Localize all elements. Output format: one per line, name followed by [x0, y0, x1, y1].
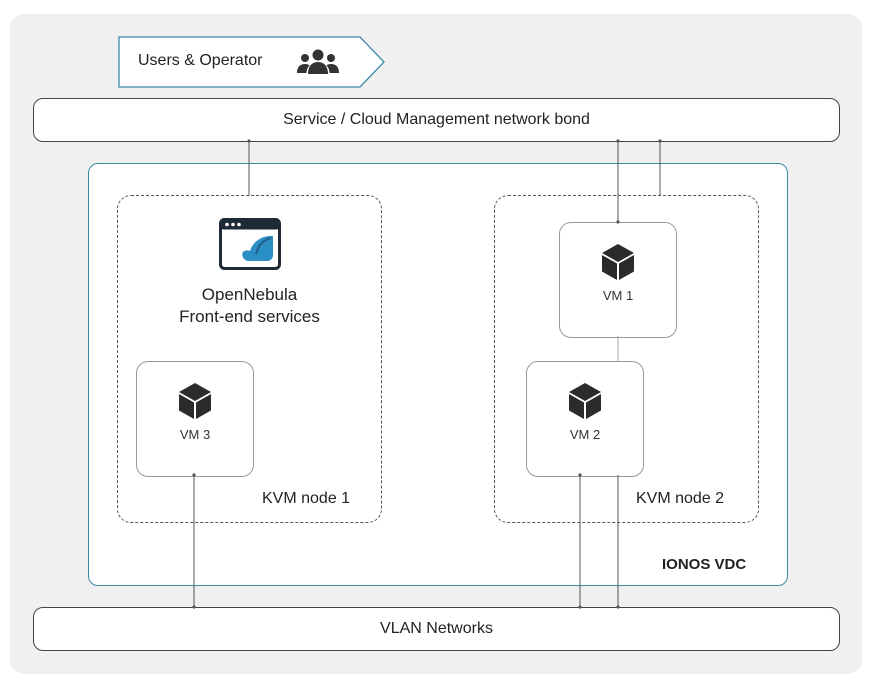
vm-2-box: VM 2 — [526, 361, 644, 477]
vm-3-label: VM 3 — [179, 427, 211, 442]
opennebula-frontend-line2: Front-end services — [179, 307, 320, 326]
cube-icon — [179, 383, 211, 419]
cube-icon — [569, 383, 601, 419]
vlan-networks-label: VLAN Networks — [380, 620, 493, 637]
vlan-networks-bar: VLAN Networks — [33, 607, 840, 651]
vm-1-label: VM 1 — [602, 288, 634, 303]
kvm-node-2 — [494, 195, 759, 523]
vm-3-box: VM 3 — [136, 361, 254, 477]
kvm-node-1-label: KVM node 1 — [262, 490, 351, 507]
cube-icon — [602, 244, 634, 280]
service-network-bond: Service / Cloud Management network bond — [33, 98, 840, 142]
users-operator-label: Users & Operator — [138, 52, 263, 69]
opennebula-frontend-label: OpenNebula Front-end services — [118, 284, 381, 328]
opennebula-window-icon — [219, 218, 281, 270]
service-network-bond-label: Service / Cloud Management network bond — [283, 111, 590, 128]
users-operator-banner — [118, 36, 385, 88]
ionos-vdc-label: IONOS VDC — [662, 556, 747, 573]
vm-2-label: VM 2 — [569, 427, 601, 442]
kvm-node-2-label: KVM node 2 — [636, 490, 725, 507]
opennebula-frontend-line1: OpenNebula — [201, 285, 298, 304]
users-icon — [297, 49, 339, 74]
